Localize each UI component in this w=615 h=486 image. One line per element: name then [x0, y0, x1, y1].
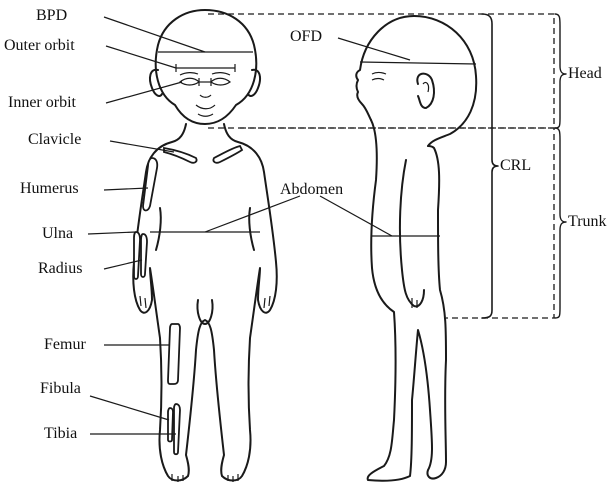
trunk-brace: [555, 128, 566, 318]
crl-bracket: [482, 14, 498, 318]
ulna-leader: [88, 232, 136, 234]
front-figure: [133, 10, 277, 482]
ofd-leader: [338, 38, 410, 60]
radius-label: Radius: [38, 261, 82, 277]
front-left-armpit: [156, 208, 161, 250]
side-figure: [356, 16, 476, 481]
bones: [134, 146, 242, 454]
inner-orbit-leader: [106, 82, 182, 103]
fibula-bone: [168, 408, 173, 442]
fibula-leader: [90, 396, 169, 420]
abdomen-front-leader: [205, 196, 300, 232]
ofd-measure-line: [360, 62, 476, 64]
outer-orbit-leader: [106, 46, 176, 68]
humerus-label: Humerus: [20, 181, 79, 197]
front-head-outline: [156, 10, 257, 124]
front-left-brow: [180, 73, 198, 75]
side-body-outline: [368, 120, 446, 481]
side-brow: [372, 73, 386, 75]
inner-orbit-label: Inner orbit: [8, 95, 76, 111]
head-region-box: [208, 14, 554, 128]
humerus-bone: [143, 158, 157, 211]
side-eye: [372, 79, 384, 81]
clavicle-left-bone: [164, 148, 197, 163]
ulna-bone: [134, 232, 140, 279]
front-measurements: [150, 52, 260, 232]
abdomen-label: Abdomen: [280, 182, 343, 198]
front-chin: [198, 114, 213, 116]
head-label: Head: [568, 66, 602, 82]
head-brace: [555, 14, 566, 128]
front-left-eye: [180, 78, 199, 85]
abdomen-side-leader: [320, 196, 392, 236]
femur-bone: [168, 324, 180, 384]
front-right-brow: [212, 73, 230, 75]
outer-orbit-label: Outer orbit: [4, 38, 75, 54]
clavicle-leader: [110, 141, 174, 152]
ofd-label: OFD: [290, 29, 322, 45]
tibia-bone: [174, 404, 180, 454]
radius-bone: [141, 234, 147, 277]
fibula-label: Fibula: [40, 381, 81, 397]
front-mouth: [196, 105, 215, 109]
trunk-label: Trunk: [568, 214, 607, 230]
femur-label: Femur: [44, 337, 86, 353]
front-left-hand: [140, 296, 146, 308]
bpd-leader: [104, 17, 205, 52]
side-arm: [400, 160, 424, 306]
front-right-eye: [211, 78, 230, 85]
clavicle-label: Clavicle: [28, 132, 81, 148]
front-right-hand: [264, 296, 270, 308]
side-ear-inner: [423, 82, 429, 92]
front-nose: [200, 95, 211, 97]
bpd-label: BPD: [36, 8, 67, 24]
clavicle-right-bone: [213, 146, 242, 163]
crl-label: CRL: [500, 158, 531, 174]
ulna-label: Ulna: [42, 226, 73, 242]
side-ear: [417, 74, 434, 108]
tibia-label: Tibia: [44, 426, 77, 442]
humerus-leader: [104, 188, 148, 190]
